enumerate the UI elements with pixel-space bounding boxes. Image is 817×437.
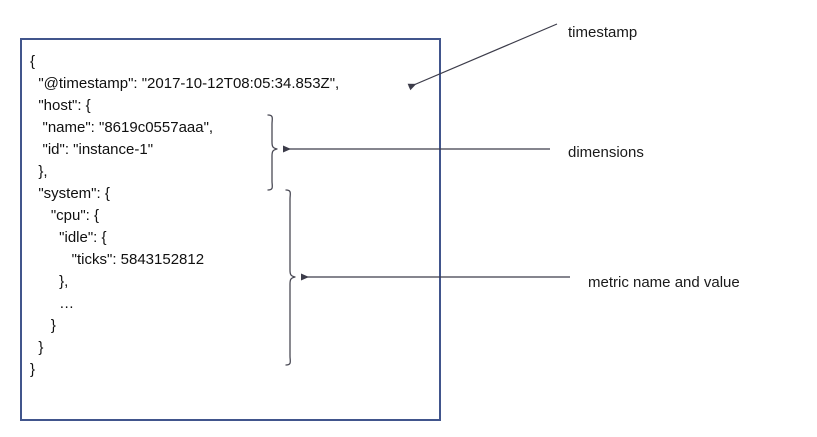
json-document-code: { "@timestamp": "2017-10-12T08:05:34.853… [30, 51, 339, 381]
json-line-ticks: "ticks": 5843152812 [30, 251, 205, 268]
json-line-root-close: } [30, 361, 36, 378]
json-line-idle-open: "idle": { [30, 229, 107, 246]
json-line-host-open: "host": { [30, 97, 91, 114]
json-line-cpu-open: "cpu": { [30, 207, 100, 224]
annotation-label-dimensions: dimensions [568, 144, 644, 161]
json-line: { [30, 53, 36, 70]
json-document-box: { "@timestamp": "2017-10-12T08:05:34.853… [20, 38, 441, 421]
annotation-label-metric: metric name and value [588, 274, 740, 291]
json-line-system-close: } [30, 339, 44, 356]
annotation-label-timestamp: timestamp [568, 24, 638, 41]
json-line-system-open: "system": { [30, 185, 110, 202]
json-line-host-close: }, [30, 163, 48, 180]
json-line-cpu-close: } [30, 317, 56, 334]
json-line-idle-close: }, [30, 273, 69, 290]
json-line-host-id: "id": "instance-1" [30, 141, 154, 158]
json-line-ellipsis: … [30, 295, 75, 312]
json-line-host-name: "name": "8619c0557aaa", [30, 119, 214, 136]
json-line-timestamp: "@timestamp": "2017-10-12T08:05:34.853Z"… [30, 75, 340, 92]
